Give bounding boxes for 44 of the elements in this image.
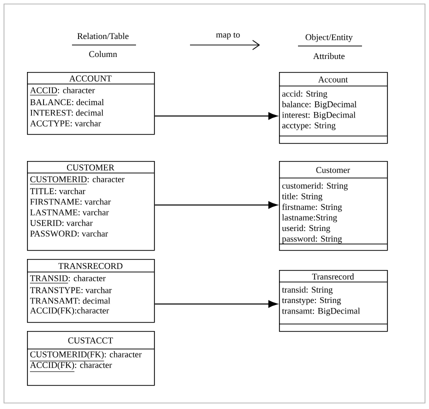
attribute-text: firstname: String (282, 204, 342, 212)
column-text: CUSTOMERID(FK): character (30, 351, 142, 362)
column-text: ACCID: character (30, 87, 95, 96)
table-name: CUSTOMER (66, 164, 114, 170)
arrow (154, 112, 278, 120)
attribute-text: lastname:String (282, 214, 337, 222)
column-text: CUSTOMERID: character (30, 176, 125, 184)
arrow (154, 201, 278, 209)
attribute-text: transid: String (282, 286, 333, 294)
class-name: Transrecord (312, 273, 354, 280)
attribute-text: title: String (282, 193, 322, 202)
header-text: Object/Entity (306, 34, 353, 42)
column-text: TRANSTYPE: varchar (30, 286, 112, 294)
column-text: TITLE: varchar (30, 188, 86, 194)
attribute-text: password: String (282, 236, 342, 244)
attribute-text: userid: String (282, 224, 330, 233)
column-text: TRANSID: character (30, 275, 106, 284)
class-name: Account (318, 76, 348, 82)
column-text: LASTNAME: varchar (30, 209, 109, 216)
table-name: ACCOUNT (69, 76, 112, 82)
attribute-text: balance: BigDecimal (282, 101, 357, 110)
column-text: INTEREST: decimal (30, 110, 104, 116)
table-name: CUSTACCT (68, 338, 113, 344)
attribute-text: accid: String (282, 90, 328, 98)
header-text: Column (89, 50, 118, 58)
attribute-text: acctype: String (282, 122, 336, 130)
attribute-text: transamt: BigDecimal (282, 308, 360, 316)
column-text: PASSWORD: varchar (30, 230, 108, 237)
table-name: TRANSRECORD (58, 263, 122, 269)
column-text: ACCTYPE: varchar (30, 120, 101, 126)
attribute-text: interest: BigDecimal (282, 112, 356, 120)
arrow (154, 300, 278, 308)
attribute-text: transtype: String (282, 297, 341, 305)
column-text: FIRSTNAME: varchar (30, 198, 111, 205)
class-name: Customer (316, 167, 350, 173)
column-text: ACCID(FK): character (30, 362, 112, 372)
column-text: BALANCE: decimal (30, 98, 104, 106)
header-text: map to (216, 32, 240, 40)
column-text: TRANSAMT: decimal (30, 298, 110, 304)
column-text: USERID: varchar (30, 220, 93, 226)
header-text: Attribute (313, 52, 345, 60)
attribute-text: customerid: String (282, 182, 348, 190)
header-text: Relation/Table (77, 32, 129, 40)
column-text: ACCID(FK):character (30, 307, 110, 316)
